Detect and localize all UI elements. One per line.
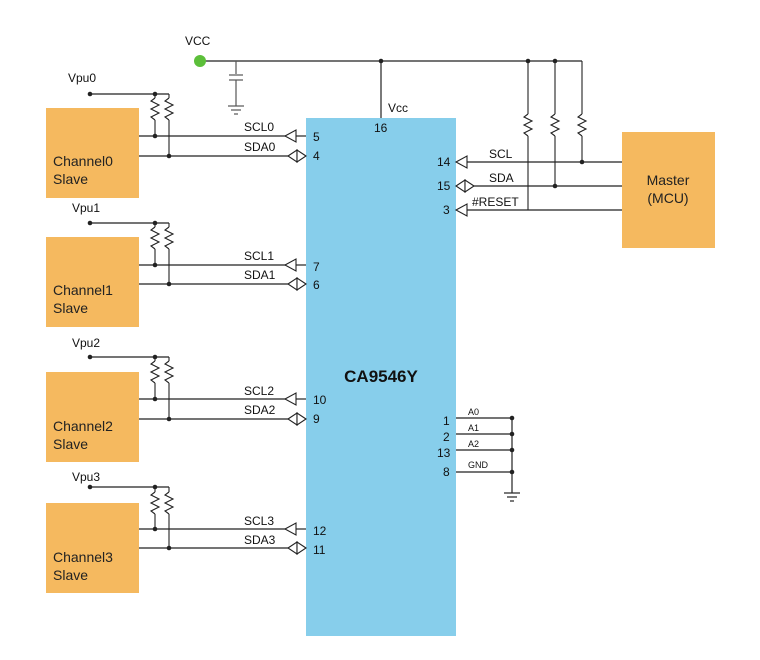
sda-pin-number: 4 (313, 149, 320, 163)
sda-label: SDA3 (244, 533, 276, 547)
slave-box (46, 108, 139, 198)
chip-vcc-pin-number: 16 (374, 121, 388, 135)
master-sub-label: (MCU) (647, 190, 688, 206)
scl-pin-number: 12 (313, 524, 327, 538)
sda-pin-number: 9 (313, 412, 320, 426)
scl-pin-number: 10 (313, 393, 327, 407)
sda-label: SDA0 (244, 140, 276, 154)
slave-name: Channel2 (53, 418, 113, 434)
addr-pin-a2: 13 (437, 446, 451, 460)
master-box (622, 132, 715, 248)
slave-box (46, 237, 139, 327)
addr-pin-a1: 2 (443, 430, 450, 444)
channel-0: Vpu0 SCL0 SDA0 5 4 Channel0 Slave (46, 71, 320, 198)
vcc-supply: VCC (185, 34, 582, 118)
slave-box (46, 503, 139, 593)
addr-label-a0: A0 (468, 407, 479, 417)
vpu-label: Vpu2 (72, 336, 100, 350)
chip-vcc-label: Vcc (388, 101, 408, 115)
chip-body (306, 118, 456, 636)
vcc-dot (194, 55, 206, 67)
channel-3: Vpu3 SCL3 SDA3 12 11 Channel3 Slave (46, 470, 327, 593)
sda-label: SDA1 (244, 268, 276, 282)
master-pullups (522, 61, 588, 210)
vpu-label: Vpu0 (68, 71, 96, 85)
chip-title: CA9546Y (344, 367, 418, 386)
slave-name: Channel1 (53, 282, 113, 298)
addr-pin-gnd: 8 (443, 465, 450, 479)
address-wires (456, 415, 520, 502)
master-wires (454, 155, 622, 217)
slave-name: Channel3 (53, 549, 113, 565)
decoupling-capacitor (228, 61, 244, 115)
channel-2: Vpu2 SCL2 SDA2 10 9 Channel2 Slave (46, 336, 327, 462)
master-scl-label: SCL (489, 147, 513, 161)
master-label: Master (647, 172, 690, 188)
addr-label-gnd: GND (468, 460, 489, 470)
scl-label: SCL1 (244, 249, 274, 263)
scl-label: SCL0 (244, 120, 274, 134)
slave-role: Slave (53, 300, 88, 316)
vcc-label: VCC (185, 34, 211, 48)
addr-label-a2: A2 (468, 439, 479, 449)
slave-role: Slave (53, 171, 88, 187)
channel-1: Vpu1 SCL1 SDA1 7 6 Channel1 Slave (46, 201, 320, 327)
addr-label-a1: A1 (468, 423, 479, 433)
master-reset-pin: 3 (443, 203, 450, 217)
scl-label: SCL2 (244, 384, 274, 398)
pullup-resistors (149, 357, 175, 419)
master-reset-label: #RESET (472, 195, 519, 209)
scl-pin-number: 5 (313, 130, 320, 144)
scl-label: SCL3 (244, 514, 274, 528)
addr-pin-a0: 1 (443, 414, 450, 428)
vpu-label: Vpu3 (72, 470, 100, 484)
pullup-resistors (149, 223, 175, 284)
slave-role: Slave (53, 567, 88, 583)
sda-pin-number: 11 (313, 543, 326, 557)
master-scl-pin: 14 (437, 155, 451, 169)
vpu-label: Vpu1 (72, 201, 100, 215)
master-sda-label: SDA (489, 171, 514, 185)
sda-pin-number: 6 (313, 278, 320, 292)
slave-name: Channel0 (53, 153, 113, 169)
scl-pin-number: 7 (313, 260, 320, 274)
sda-label: SDA2 (244, 403, 276, 417)
pullup-resistors (149, 94, 175, 156)
slave-box (46, 372, 139, 462)
master-sda-pin: 15 (437, 179, 451, 193)
pullup-resistors (149, 487, 175, 548)
slave-role: Slave (53, 436, 88, 452)
